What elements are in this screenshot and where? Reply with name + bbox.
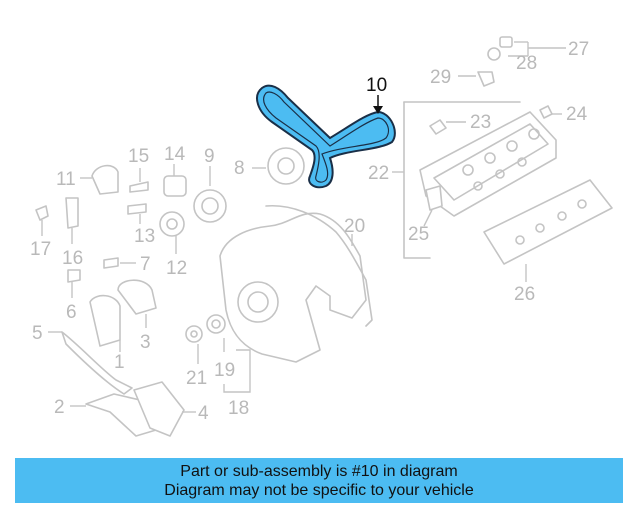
callout-15: 15: [128, 146, 149, 167]
callout-19: 19: [214, 360, 235, 381]
gasket-part-26: [483, 179, 613, 282]
parts-diagram: 10 27 28 29 22 23 24: [30, 36, 613, 437]
banner-line-2: Diagram may not be specific to your vehi…: [164, 482, 474, 499]
callout-27: 27: [568, 39, 589, 60]
callout-21: 21: [186, 368, 207, 389]
callout-14: 14: [164, 144, 186, 165]
callout-17: 17: [30, 239, 51, 260]
part-27-28-29: [458, 36, 566, 87]
callout-23: 23: [470, 112, 491, 133]
callout-18: 18: [228, 398, 249, 419]
parts-left-middle: [35, 197, 185, 254]
callout-10: 10: [366, 75, 387, 96]
parts-left-lower: [48, 257, 157, 395]
callout-12: 12: [166, 258, 187, 279]
callout-6: 6: [66, 302, 77, 323]
callout-26: 26: [514, 284, 535, 305]
parts-upper-left: [80, 147, 305, 223]
timing-cover-part-20: [219, 204, 373, 363]
callout-9: 9: [204, 146, 215, 167]
valve-cover-group-22: [392, 101, 557, 259]
callout-20: 20: [344, 216, 365, 237]
callout-22: 22: [368, 163, 389, 184]
callout-7: 7: [140, 254, 151, 275]
bolts-23-24: [429, 105, 562, 135]
callout-11: 11: [56, 169, 76, 190]
callout-1: 1: [114, 352, 125, 373]
callout-2: 2: [54, 397, 65, 418]
callout-29: 29: [430, 67, 451, 88]
callout-24: 24: [566, 104, 588, 125]
callout-8: 8: [234, 158, 245, 179]
callout-3: 3: [140, 332, 151, 353]
callout-16: 16: [62, 248, 83, 269]
callout-28: 28: [516, 53, 537, 74]
banner-line-1: Part or sub-assembly is #10 in diagram: [180, 463, 458, 480]
timing-belt-part-10[interactable]: [256, 84, 396, 189]
seals-19-21: [185, 314, 251, 393]
callout-4: 4: [198, 403, 209, 424]
info-banner: Part or sub-assembly is #10 in diagram D…: [15, 458, 623, 503]
arrow-10: [373, 106, 383, 114]
callout-13: 13: [134, 226, 155, 247]
callout-25: 25: [408, 224, 429, 245]
parts-bottom-left: [70, 381, 196, 437]
callout-5: 5: [32, 323, 43, 344]
part-25: [423, 185, 443, 227]
